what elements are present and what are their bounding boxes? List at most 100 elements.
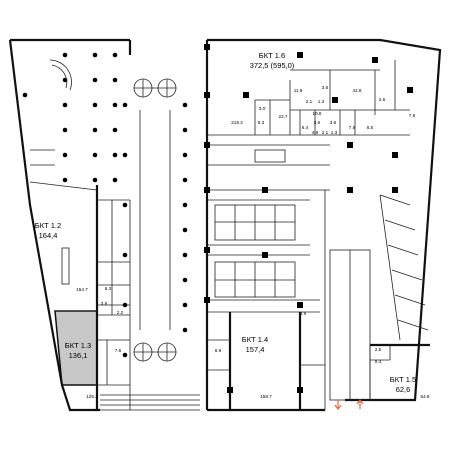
column-dot xyxy=(112,52,118,58)
column-dot xyxy=(62,152,68,158)
column-dot xyxy=(182,127,188,133)
column-dot xyxy=(122,202,128,208)
room-area: 4.6 xyxy=(312,130,319,135)
column-dot xyxy=(122,252,128,258)
room-area: 7.6 xyxy=(115,348,122,353)
room-area: 2.6 xyxy=(379,97,386,102)
column-dot xyxy=(92,127,98,133)
wall-pier xyxy=(262,252,268,258)
wall-pier xyxy=(297,387,303,393)
room-area: 3.0 xyxy=(259,106,266,111)
column-dot xyxy=(62,127,68,133)
column-dot xyxy=(92,152,98,158)
room-area: 2.5 xyxy=(375,347,382,352)
wall-pier xyxy=(392,187,398,193)
column-dot xyxy=(182,302,188,308)
rotunda-arc xyxy=(49,59,72,91)
column-dot xyxy=(62,77,68,83)
room-area: 1.3 xyxy=(318,99,325,104)
wall-pier xyxy=(372,57,378,63)
wall-pier xyxy=(204,44,210,50)
room-area: 42.6 xyxy=(353,88,362,93)
column-dot xyxy=(92,102,98,108)
room-area: 6.3 xyxy=(105,286,112,291)
wall-pier xyxy=(332,97,338,103)
column-dot xyxy=(112,152,118,158)
room-area: 6.5 xyxy=(367,125,374,130)
room-area: 3.9 xyxy=(101,301,108,306)
escalator-domes xyxy=(133,78,177,362)
room-area: 2.1 xyxy=(306,99,313,104)
column-dot xyxy=(182,102,188,108)
unit-bkt15-area: 62,6 xyxy=(396,385,411,394)
room-area: 7.8 xyxy=(349,125,356,130)
column-dot xyxy=(112,102,118,108)
room-area: 3.6 xyxy=(322,85,329,90)
column-dot xyxy=(182,327,188,333)
unit-bkt12-area: 164,4 xyxy=(39,231,58,240)
room-area: 219.2 xyxy=(231,120,243,125)
room-area: 158.7 xyxy=(260,394,272,399)
unit-bkt12-name: БКТ 1.2 xyxy=(35,221,61,230)
room-area: 154.7 xyxy=(76,287,88,292)
column-dot xyxy=(122,152,128,158)
room-area: 11.9 xyxy=(294,88,303,93)
wall-pier xyxy=(297,52,303,58)
unit-bkt16-area: 372,5 (595,0) xyxy=(250,61,295,70)
column-dot xyxy=(122,302,128,308)
column-dot xyxy=(182,202,188,208)
structural-columns xyxy=(22,44,413,393)
wall-pier xyxy=(392,152,398,158)
wall-pier xyxy=(243,92,249,98)
wall-pier xyxy=(204,142,210,148)
room-area: 7.9 xyxy=(409,113,416,118)
column-dot xyxy=(122,352,128,358)
room-area: 22.7 xyxy=(279,114,288,119)
right-wing-walls xyxy=(205,38,442,412)
column-dot xyxy=(182,277,188,283)
wall-pier xyxy=(204,92,210,98)
column-dot xyxy=(122,102,128,108)
column-dot xyxy=(22,92,28,98)
room-area: 2.2 xyxy=(117,310,124,315)
column-dot xyxy=(182,152,188,158)
wall-pier xyxy=(262,187,268,193)
room-area: 6.9 xyxy=(215,348,222,353)
room-area: 3.6 xyxy=(330,120,337,125)
column-dot xyxy=(112,77,118,83)
stair-blocks xyxy=(214,149,296,298)
column-dot xyxy=(182,252,188,258)
column-dot xyxy=(92,177,98,183)
room-area: 4.9 xyxy=(300,311,307,316)
unit-bkt15-name: БКТ 1.5 xyxy=(390,375,416,384)
room-area: 3.6 xyxy=(314,120,321,125)
room-area: 6.4 xyxy=(302,125,309,130)
wall-pier xyxy=(297,302,303,308)
unit-bkt13-area: 136,1 xyxy=(69,351,88,360)
room-area: 2.1 xyxy=(322,130,329,135)
entrance-arrows xyxy=(334,399,364,410)
unit-bkt14-name: БКТ 1.4 xyxy=(242,335,268,344)
unit-bkt13-name: БКТ 1.3 xyxy=(65,341,91,350)
wall-pier xyxy=(227,387,233,393)
unit-bkt16-name: БКТ 1.6 xyxy=(259,51,285,60)
wall-pier xyxy=(204,297,210,303)
wall-pier xyxy=(407,87,413,93)
column-dot xyxy=(182,177,188,183)
column-dot xyxy=(92,52,98,58)
wall-pier xyxy=(204,247,210,253)
wall-pier xyxy=(347,187,353,193)
column-dot xyxy=(62,177,68,183)
wall-pier xyxy=(204,187,210,193)
room-area: 125.3 xyxy=(86,394,98,399)
room-area: 54.8 xyxy=(421,394,430,399)
column-dot xyxy=(62,52,68,58)
wall-pier xyxy=(347,142,353,148)
room-area: 1.3 xyxy=(331,130,338,135)
room-area: 10.8 xyxy=(313,111,322,116)
column-dot xyxy=(62,102,68,108)
room-area: 9.3 xyxy=(375,359,382,364)
column-dot xyxy=(112,127,118,133)
unit-bkt14-area: 157,4 xyxy=(246,345,265,354)
